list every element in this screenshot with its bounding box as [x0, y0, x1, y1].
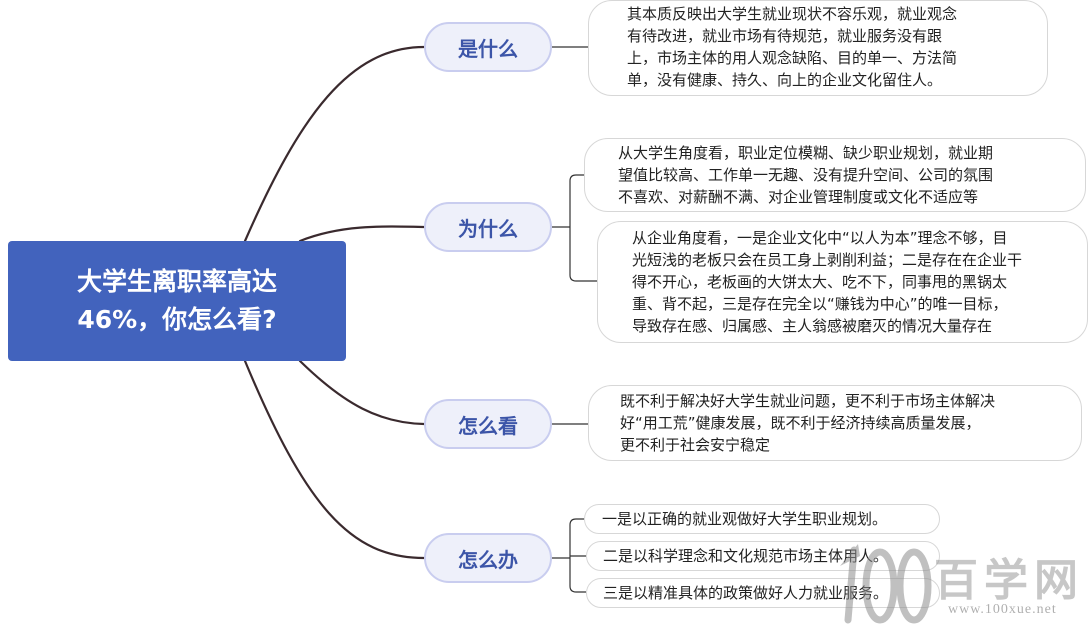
leaf-text: 其本质反映出大学生就业现状不容乐观，就业观念 有待改进，就业市场有待规范，就业服… — [627, 5, 958, 89]
topic-wei-shenme[interactable]: 为什么 — [424, 202, 552, 252]
central-topic[interactable]: 大学生离职率高达 46%，你怎么看? — [8, 241, 346, 361]
connector-root-to-shi-shenme — [243, 45, 426, 243]
leaf-shi-shenme-essence[interactable]: 其本质反映出大学生就业现状不容乐观，就业观念 有待改进，就业市场有待规范，就业服… — [588, 0, 1048, 96]
leaf-wei-shenme-student-view[interactable]: 从大学生角度看，职业定位模糊、缺少职业规划，就业期 望值比较高、工作单一无趣、没… — [584, 138, 1086, 212]
connector-root-to-zenme-ban — [243, 359, 426, 560]
leaf-zenme-ban-item-2[interactable]: 二是以科学理念和文化规范市场主体用人。 — [586, 541, 940, 571]
connector-root-to-wei-shenme — [298, 225, 426, 243]
leaf-zenme-ban-item-3[interactable]: 三是以精准具体的政策做好人力就业服务。 — [586, 578, 940, 608]
leaf-text: 三是以精准具体的政策做好人力就业服务。 — [603, 584, 889, 602]
connector-topic4-bracket — [552, 518, 586, 593]
leaf-text: 一是以正确的就业观做好大学生职业规划。 — [602, 510, 888, 528]
leaf-text: 既不利于解决好大学生就业问题，更不利于市场主体解决 好“用工荒”健康发展，既不利… — [620, 392, 996, 454]
connector-root-to-zenme-kan — [298, 359, 426, 426]
leaf-text: 二是以科学理念和文化规范市场主体用人。 — [603, 547, 889, 565]
leaf-zenme-kan-impact[interactable]: 既不利于解决好大学生就业问题，更不利于市场主体解决 好“用工荒”健康发展，既不利… — [588, 385, 1082, 461]
topic-zenme-kan[interactable]: 怎么看 — [424, 399, 552, 449]
central-topic-title: 大学生离职率高达 46%，你怎么看? — [76, 267, 277, 334]
leaf-text: 从大学生角度看，职业定位模糊、缺少职业规划，就业期 望值比较高、工作单一无趣、没… — [618, 144, 994, 206]
connector-topic2-bracket — [552, 174, 597, 282]
leaf-zenme-ban-item-1[interactable]: 一是以正确的就业观做好大学生职业规划。 — [584, 504, 940, 534]
topic-zenme-ban[interactable]: 怎么办 — [424, 533, 552, 583]
leaf-wei-shenme-enterprise-view[interactable]: 从企业角度看，一是企业文化中“以人为本”理念不够，目 光短浅的老板只会在员工身上… — [597, 221, 1088, 343]
topic-shi-shenme[interactable]: 是什么 — [424, 22, 552, 72]
leaf-text: 从企业角度看，一是企业文化中“以人为本”理念不够，目 光短浅的老板只会在员工身上… — [632, 229, 1023, 335]
